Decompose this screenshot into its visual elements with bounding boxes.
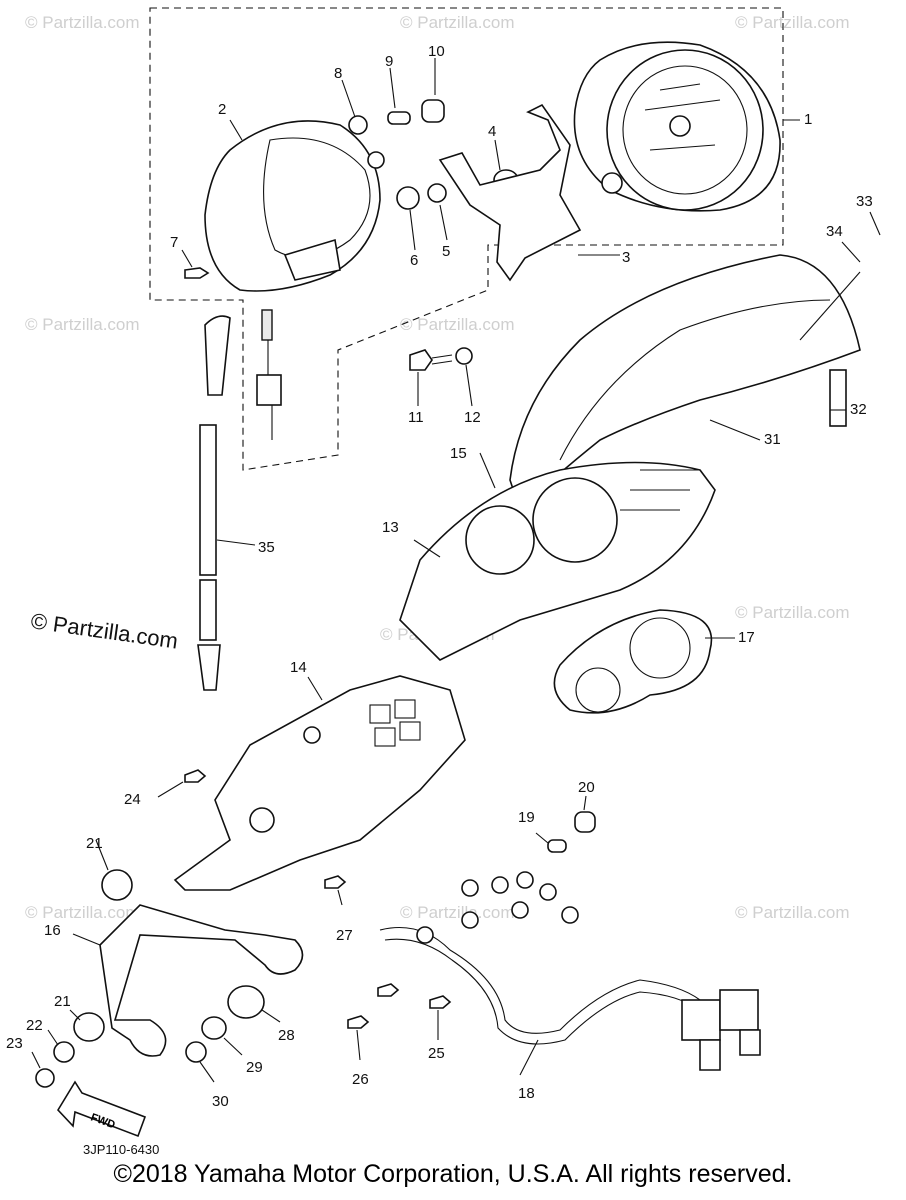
part-visor [509, 254, 861, 512]
part-damper [35, 869, 133, 1088]
watermark: © Partzilla.com [735, 903, 850, 922]
watermark: © Partzilla.com [400, 903, 515, 922]
leader-lines [31, 58, 881, 1083]
callout-7: 7 [170, 234, 178, 251]
callout-21b: 21 [54, 993, 71, 1010]
callout-19: 19 [518, 809, 535, 826]
watermark: © Partzilla.com [25, 315, 140, 334]
callout-6: 6 [410, 252, 418, 269]
part-cable [197, 315, 231, 691]
callout-21a: 21 [86, 835, 103, 852]
part-screw [429, 995, 452, 1009]
callout-4: 4 [488, 123, 496, 140]
callout-28: 28 [278, 1027, 295, 1044]
part-gauge-face [553, 609, 713, 714]
fwd-arrow: FWD [57, 1080, 147, 1138]
callout-30: 30 [212, 1093, 229, 1110]
part-panel [399, 461, 716, 661]
callout-31: 31 [764, 431, 781, 448]
part-bulb-cap [574, 811, 596, 833]
callout-25: 25 [428, 1045, 445, 1062]
callout-18: 18 [518, 1085, 535, 1102]
part-spacer [185, 985, 265, 1063]
callout-22: 22 [26, 1017, 43, 1034]
part-screw [324, 875, 347, 889]
callout-12: 12 [464, 409, 481, 426]
part-screw [184, 769, 207, 783]
watermark: © Partzilla.com [400, 315, 515, 334]
callout-34: 34 [826, 223, 843, 240]
callout-26: 26 [352, 1071, 369, 1088]
part-wire-harness [379, 871, 761, 1071]
callout-8: 8 [334, 65, 342, 82]
watermark: © Partzilla.com [735, 13, 850, 32]
callout-35: 35 [258, 539, 275, 556]
callout-9: 9 [385, 53, 393, 70]
copyright-notice: ©2018 Yamaha Motor Corporation, U.S.A. A… [113, 1160, 793, 1188]
callout-1: 1 [804, 111, 812, 128]
part-bracket [438, 103, 582, 282]
callout-5: 5 [442, 243, 450, 260]
callout-20: 20 [578, 779, 595, 796]
callout-29: 29 [246, 1059, 263, 1076]
callout-13: 13 [382, 519, 399, 536]
callout-17: 17 [738, 629, 755, 646]
diagram-code: 3JP110-6430 [83, 1142, 160, 1157]
part-meter [573, 41, 781, 212]
assembly-boundary [149, 7, 784, 471]
part-bulb [547, 839, 567, 853]
callout-16: 16 [44, 922, 61, 939]
part-lower-bracket [99, 904, 304, 1057]
watermark: © Partzilla.com [25, 903, 140, 922]
callout-3: 3 [622, 249, 630, 266]
part-bolt [409, 347, 473, 371]
part-socket [348, 99, 445, 169]
callout-32: 32 [850, 401, 867, 418]
watermark-large: © Partzilla.com [29, 608, 179, 653]
callout-23: 23 [6, 1035, 23, 1052]
part-screw [347, 1015, 370, 1029]
watermark: © Partzilla.com [25, 13, 140, 32]
callout-10: 10 [428, 43, 445, 60]
part-screw [377, 983, 400, 997]
callout-11: 11 [408, 409, 424, 426]
callout-15: 15 [450, 445, 467, 462]
callout-14: 14 [290, 659, 307, 676]
callout-33: 33 [856, 193, 873, 210]
part-housing [173, 675, 466, 891]
watermark: © Partzilla.com [735, 603, 850, 622]
callout-27: 27 [336, 927, 353, 944]
part-meter-case [204, 120, 381, 440]
callout-24: 24 [124, 791, 141, 808]
part-screw [184, 267, 210, 279]
callout-2: 2 [218, 101, 226, 118]
watermark: © Partzilla.com [400, 13, 515, 32]
callout-labels: 1 2 3 4 5 6 7 8 9 10 11 12 13 14 15 16 1… [6, 43, 873, 1110]
